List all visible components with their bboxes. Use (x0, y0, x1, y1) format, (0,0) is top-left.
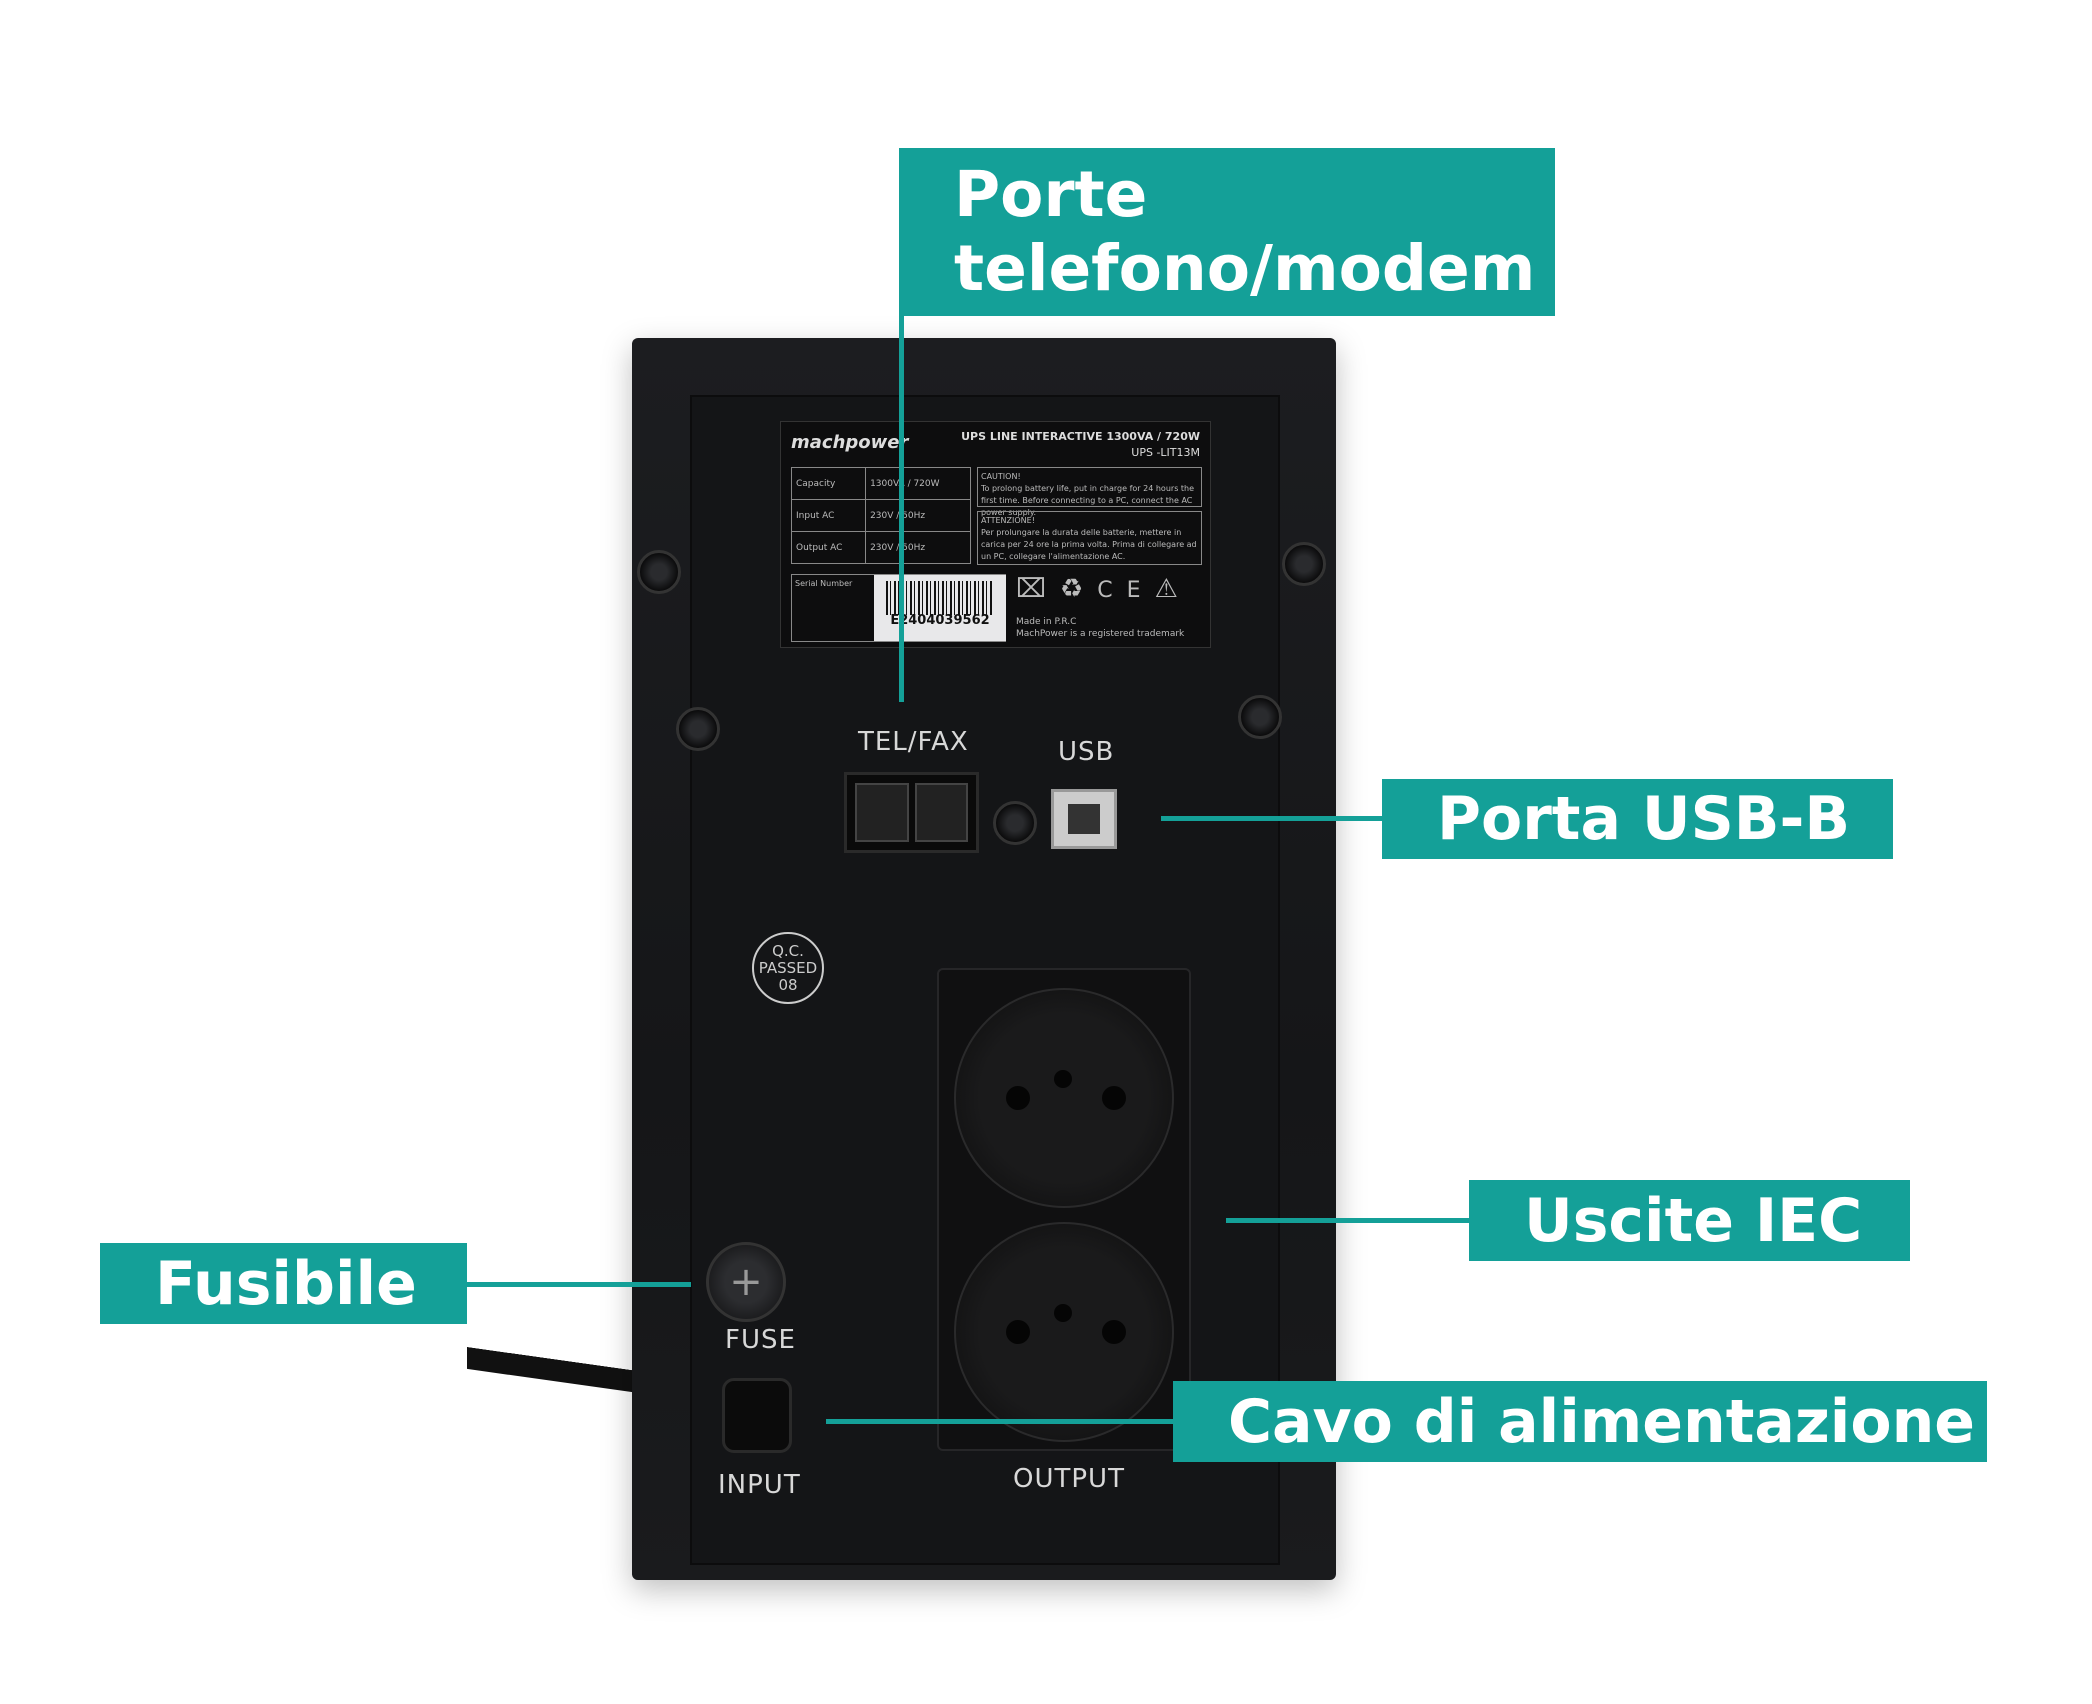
callout-line (826, 1419, 1173, 1424)
callout-line (899, 316, 904, 702)
ce-mark-icon: CE (1097, 578, 1155, 603)
serial-label: Serial Number (795, 579, 853, 588)
made-in: Made in P.R.C (1016, 617, 1077, 627)
callout-line (467, 1282, 691, 1287)
rj11-ports[interactable] (844, 772, 979, 853)
qc-line: Q.C. (772, 942, 804, 960)
spec-label-cell: Capacity (790, 467, 867, 500)
power-input-socket (722, 1378, 792, 1453)
screw-icon (993, 801, 1037, 845)
callout-fuse: Fusibile (100, 1243, 467, 1324)
screw-icon (676, 707, 720, 751)
serial-box: Serial Number E2404039562 (791, 574, 1006, 642)
callout-outputs: Uscite IEC (1469, 1180, 1910, 1261)
product-title: UPS LINE INTERACTIVE 1300VA / 720W (961, 430, 1200, 443)
schuko-outlet[interactable] (954, 1222, 1174, 1442)
attention-text: Per prolungare la durata delle batterie,… (981, 528, 1197, 561)
tel-fax-label: TEL/FAX (858, 727, 969, 757)
screw-icon (1238, 695, 1282, 739)
rj11-port[interactable] (855, 783, 909, 842)
caution-box: CAUTION! To prolong battery life, put in… (977, 467, 1202, 517)
fuse-holder[interactable]: + (706, 1242, 786, 1322)
caution-title: CAUTION! (981, 472, 1021, 481)
certification-icons: ⌧♻CE⚠ (1016, 574, 1192, 604)
callout-phone-ports: Porte telefono/modem (899, 148, 1555, 316)
callout-line (1161, 816, 1382, 821)
fuse-label: FUSE (725, 1325, 796, 1355)
qc-line: PASSED (758, 959, 818, 977)
callout-text: Uscite IEC (1524, 1185, 1863, 1256)
model-number: UPS -LIT13M (1131, 446, 1200, 459)
serial-number: E2404039562 (890, 613, 990, 628)
recycle-icon: ♻ (1059, 574, 1098, 604)
screw-icon (1282, 542, 1326, 586)
screw-icon (637, 550, 681, 594)
warning-icon: ⚠ (1154, 574, 1192, 604)
callout-text: Cavo di alimentazione (1228, 1386, 1975, 1457)
spec-label: machpower UPS LINE INTERACTIVE 1300VA / … (780, 421, 1211, 648)
spec-label-cell: Input AC (790, 499, 867, 532)
trademark: MachPower is a registered trademark (1016, 629, 1185, 639)
attention-title: ATTENZIONE! (981, 516, 1035, 525)
brand-logo: machpower (791, 432, 909, 453)
output-outlets-panel (937, 968, 1191, 1451)
output-label: OUTPUT (1013, 1464, 1125, 1494)
input-label: INPUT (718, 1470, 801, 1500)
spec-value-cell: 1300VA / 720W (865, 467, 971, 500)
qc-passed-stamp: Q.C. PASSED 08 (752, 932, 824, 1004)
callout-text: Porta USB-B (1437, 784, 1851, 854)
callout-text: Fusibile (155, 1248, 417, 1319)
spec-value-cell: 230V / 50Hz (865, 499, 971, 532)
spec-value-cell: 230V / 50Hz (865, 531, 971, 564)
barcode-bars (886, 581, 994, 615)
usb-label: USB (1058, 737, 1115, 767)
spec-label-cell: Output AC (790, 531, 867, 564)
weee-icon: ⌧ (1016, 574, 1060, 604)
attention-box: ATTENZIONE! Per prolungare la durata del… (977, 511, 1202, 565)
callout-usb: Porta USB-B (1382, 779, 1893, 859)
usb-b-port[interactable] (1051, 789, 1117, 849)
rj11-port[interactable] (914, 783, 968, 842)
callout-power-cable: Cavo di alimentazione (1173, 1381, 1987, 1462)
barcode: E2404039562 (874, 575, 1006, 641)
qc-line: 08 (778, 976, 798, 994)
callout-text: Porte telefono/modem (954, 158, 1536, 305)
callout-line (1226, 1218, 1469, 1223)
schuko-outlet[interactable] (954, 988, 1174, 1208)
caution-text: To prolong battery life, put in charge f… (981, 484, 1195, 517)
